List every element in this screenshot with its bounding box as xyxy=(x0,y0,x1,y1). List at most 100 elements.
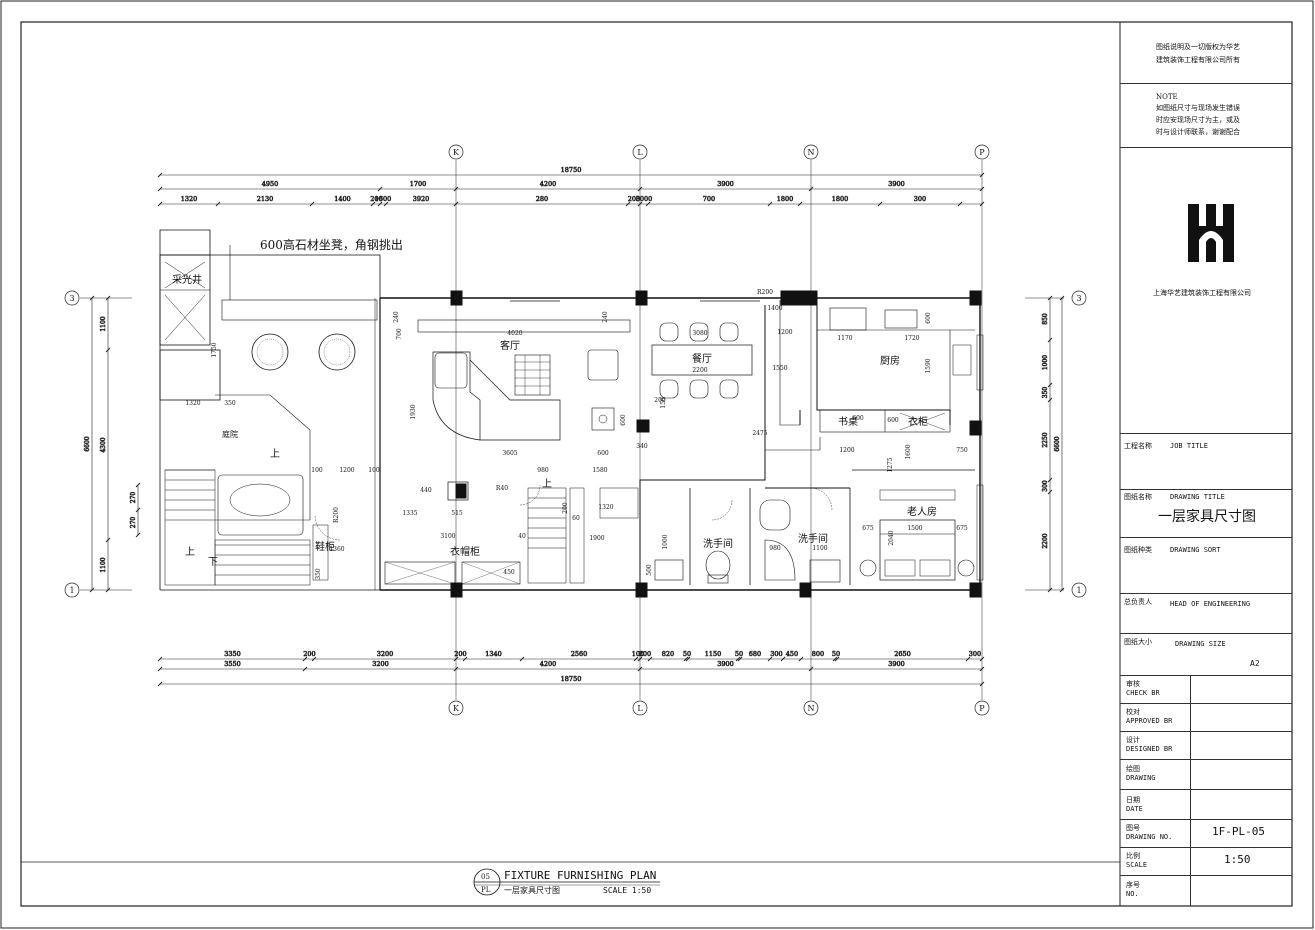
inner-dim-text: 440 xyxy=(420,487,432,494)
scale-en: SCALE xyxy=(1126,861,1148,869)
drawn-en: DRAWING xyxy=(1126,774,1156,782)
inner-dim-text: 750 xyxy=(956,447,968,454)
grid-bubble xyxy=(974,144,990,160)
dim-text: 680 xyxy=(749,650,761,658)
dim-tick xyxy=(798,656,804,662)
inner-dim-text: R200 xyxy=(757,289,773,296)
dim-tick xyxy=(957,201,963,207)
dim-tick xyxy=(157,666,163,672)
dim-tick xyxy=(462,656,468,662)
inner-dim-text: 1100 xyxy=(812,545,827,552)
dim-text-vertical: 270 xyxy=(130,492,137,504)
drawing-title-cell: 图纸名称 DRAWING TITLE 一层家具尺寸图 xyxy=(1120,490,1292,538)
inner-dim-text: 340 xyxy=(636,443,648,450)
check-cell: 审核 CHECK BR xyxy=(1120,676,1292,704)
dim-text: 1600 xyxy=(375,195,392,203)
dim-tick xyxy=(877,201,883,207)
grid-bubble xyxy=(632,700,648,716)
dim-tick xyxy=(302,666,308,672)
dim-tick xyxy=(979,681,985,687)
dim-text-vertical: 350 xyxy=(1042,387,1049,399)
dim-text: 200 xyxy=(628,195,640,203)
dim-text: 200 xyxy=(370,195,382,203)
check-en: CHECK BR xyxy=(1126,689,1160,697)
stair-up-label: 上 xyxy=(270,448,280,460)
dim-tick xyxy=(767,201,773,207)
dim-tick xyxy=(135,507,141,513)
grid-label: 3 xyxy=(1076,294,1081,303)
dim-tick xyxy=(637,666,643,672)
inner-dim-text: 1400 xyxy=(767,305,782,312)
dim-tick xyxy=(105,295,111,301)
grid-bubble xyxy=(64,290,80,306)
scale-cell: 比例 SCALE 1:50 xyxy=(1120,848,1292,876)
dim-text: 3350 xyxy=(224,650,241,658)
dim-tick xyxy=(1047,337,1053,343)
inner-dim-text: 240 xyxy=(602,311,609,323)
drawing-sort-cn: 图纸种类 xyxy=(1124,546,1152,554)
plan-title-cn: 一层家具尺寸图 xyxy=(504,885,560,895)
dim-text: 4950 xyxy=(262,180,279,188)
dim-tick xyxy=(453,201,459,207)
dim-tick xyxy=(1047,477,1053,483)
inner-dim-text: 200 xyxy=(654,397,666,404)
dim-tick xyxy=(625,201,631,207)
dim-text-vertical: 4300 xyxy=(100,437,107,452)
dim-tick xyxy=(1047,587,1053,593)
dim-text: 300 xyxy=(969,650,981,658)
dim-text-vertical: 6600 xyxy=(1054,436,1061,451)
grid-label: N xyxy=(808,148,815,157)
drawing-no-value: 1F-PL-05 xyxy=(1212,825,1265,838)
inner-dim-text: 1930 xyxy=(410,404,417,419)
inner-dim-text: 1720 xyxy=(904,335,919,342)
dim-text: 450 xyxy=(786,650,798,658)
view-sheet: PL xyxy=(481,886,491,894)
dim-tick xyxy=(311,656,317,662)
approved-cell: 校对 APPROVED BR xyxy=(1120,704,1292,732)
dim-tick xyxy=(157,656,163,662)
inner-dim-text: 675 xyxy=(956,525,968,532)
view-number: 05 xyxy=(481,873,490,881)
inner-dim-text: 1550 xyxy=(772,365,787,372)
dim-tick xyxy=(302,656,308,662)
dim-tick xyxy=(647,656,653,662)
inner-dim-text: 100 xyxy=(368,467,380,474)
note-line-2: 时应安现场尺寸为主，或及 xyxy=(1156,116,1240,124)
inner-dim-text: 150 xyxy=(660,397,667,409)
dim-tick xyxy=(157,681,163,687)
dim-tick xyxy=(979,172,985,178)
inner-dim-text: 1600 xyxy=(905,444,912,459)
job-title-cell: 工程名称 JOB TITLE xyxy=(1120,434,1292,490)
callout-text: 600高石材坐凳，角钢挑出 xyxy=(260,237,403,252)
dim-tick xyxy=(105,537,111,543)
dim-tick xyxy=(1059,587,1065,593)
inner-dim-text: 1000 xyxy=(662,534,669,549)
dim-tick xyxy=(979,666,985,672)
stair-up-label-3: 上 xyxy=(542,478,552,490)
drawing-size-en: DRAWING SIZE xyxy=(1175,640,1226,648)
inner-dim-text: 100 xyxy=(311,467,323,474)
inner-dim-text: 1750 xyxy=(211,342,218,357)
inner-dim-text: 2475 xyxy=(752,430,767,437)
designed-cell: 设计 DESIGNED BR xyxy=(1120,732,1292,760)
dim-text: 800 xyxy=(812,650,824,658)
dim-text: 3200 xyxy=(372,660,389,668)
inner-dim-text: 2040 xyxy=(888,530,895,545)
inner-dim-text: 980 xyxy=(537,467,549,474)
dim-tick xyxy=(135,532,141,538)
inner-dim-text: 500 xyxy=(646,564,653,576)
inner-dim-text: R40 xyxy=(496,485,508,492)
dim-tick xyxy=(135,482,141,488)
sequence-cell: 序号 NO. xyxy=(1120,876,1292,906)
inner-dim-text: 1200 xyxy=(777,329,792,336)
inner-dim-text: 1170 xyxy=(837,335,852,342)
dim-text-vertical: 270 xyxy=(130,517,137,529)
dim-tick xyxy=(377,186,383,192)
dim-tick xyxy=(808,666,814,672)
dim-tick xyxy=(685,656,691,662)
approved-en: APPROVED BR xyxy=(1126,717,1173,725)
drawing-title-en: DRAWING TITLE xyxy=(1170,493,1225,501)
dim-text: 3920 xyxy=(413,195,430,203)
